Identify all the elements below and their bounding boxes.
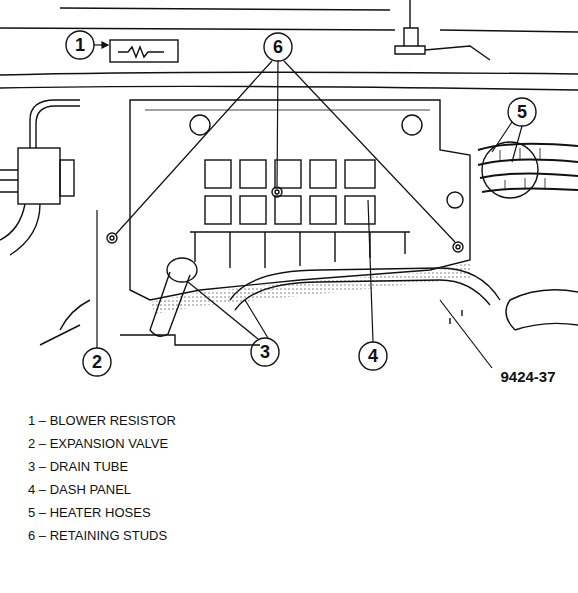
key-entry: 3 – DRAIN TUBE — [28, 460, 128, 473]
figure-code: 9424-37 — [498, 369, 557, 384]
wiper-pivot — [395, 0, 425, 54]
key-entry: 5 – HEATER HOSES — [28, 506, 151, 519]
callout-number: 4 — [368, 347, 378, 365]
blower-resistor — [110, 40, 178, 62]
drain-tube — [150, 258, 197, 336]
retaining-studs — [107, 187, 463, 252]
callout-number: 5 — [517, 103, 527, 121]
callout-number: 2 — [92, 353, 102, 371]
key-entry: 4 – DASH PANEL — [28, 483, 131, 496]
callout-number: 6 — [273, 38, 283, 56]
leader-lines — [94, 42, 522, 368]
panel-slots — [190, 160, 410, 268]
key-entry: 1 – BLOWER RESISTOR — [28, 414, 176, 427]
callout-circles — [66, 31, 536, 376]
key-entry: 6 – RETAINING STUDS — [28, 529, 167, 542]
key-entry: 2 – EXPANSION VALVE — [28, 437, 168, 450]
callout-number: 3 — [260, 343, 270, 361]
callout-number: 1 — [75, 36, 85, 54]
expansion-valve — [0, 100, 80, 255]
